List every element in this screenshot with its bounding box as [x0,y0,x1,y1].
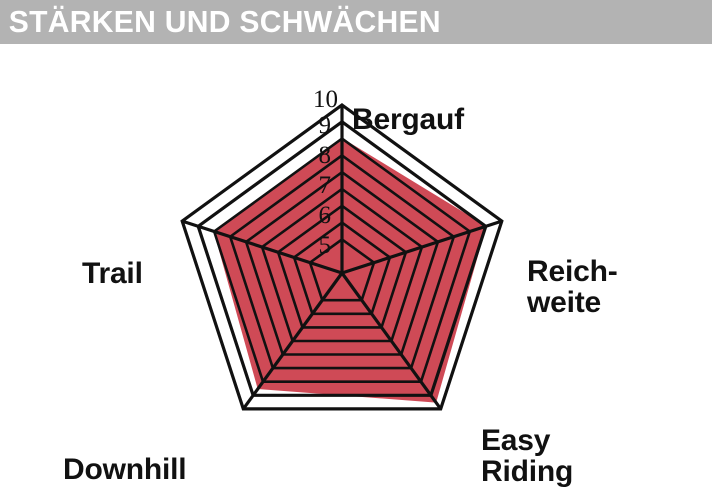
radar-spokes [181,105,503,410]
radial-tick-6: 6 [318,202,332,229]
radar-spoke-trail [181,219,343,275]
page-title: STÄRKEN UND SCHWÄCHEN [8,4,441,39]
radial-tick-7: 7 [318,172,332,199]
axis-label-bergauf: Bergauf [352,103,464,136]
radial-tick-5: 5 [318,232,332,259]
radar-ring-10 [180,103,504,411]
radial-tick-10: 10 [313,86,338,113]
axis-label-reichweite: Reich-weite [527,256,618,318]
radar-ring-2 [308,237,376,302]
radar-spoke-reichweite [341,219,503,275]
axis-label-reichweite-line2: weite [527,286,602,319]
radial-tick-8: 8 [318,142,332,169]
radar-ring-4 [276,204,408,329]
radar-ring-9 [196,119,488,397]
title-bar: STÄRKEN UND SCHWÄCHEN [0,0,712,44]
radar-ring-7 [228,153,456,370]
radar-chart-svg [180,103,504,411]
axis-label-easy-riding-line2: Riding [481,455,574,488]
radar-ring-8 [212,136,472,384]
radar-ring-6 [244,170,440,356]
axis-label-trail: Trail [82,257,143,290]
radar-spoke-downhill [242,272,344,410]
radial-tick-9: 9 [318,112,332,139]
radar-spoke-easyriding [340,272,442,410]
radar-ring-5 [260,187,424,343]
radar-ring-3 [292,220,392,316]
radar-grid-rings [180,103,504,411]
radar-grid-rings-inner [212,136,472,384]
axis-label-reichweite-line1: Reich- [527,255,618,288]
axis-label-easy-riding-line1: Easy [481,424,551,457]
